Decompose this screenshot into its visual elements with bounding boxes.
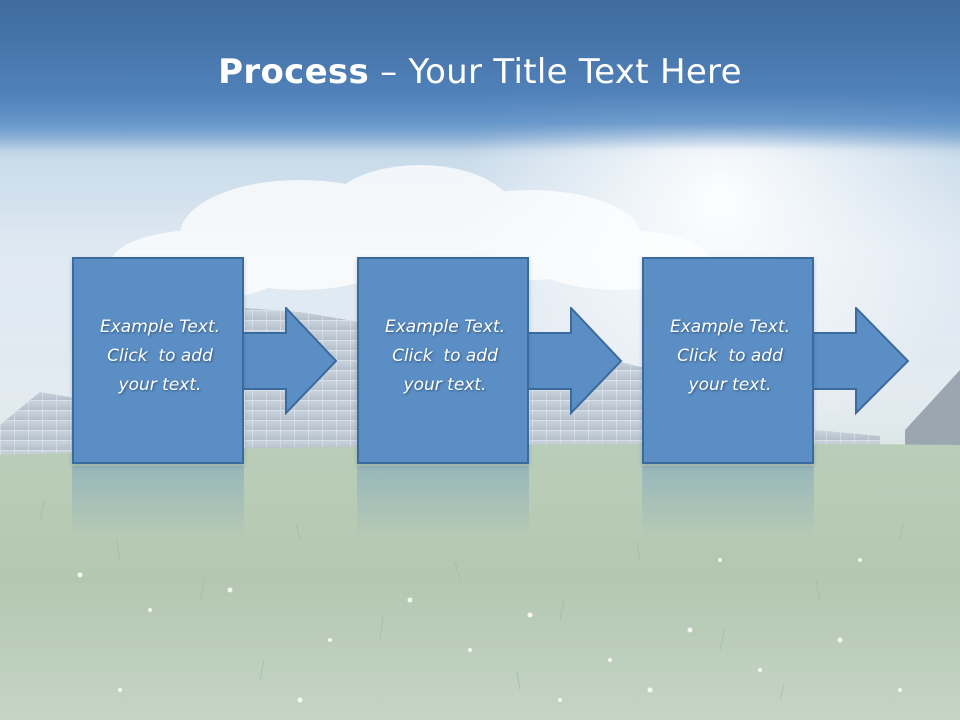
arrow-1 — [242, 307, 338, 415]
grass-texture — [39, 501, 904, 701]
step-box-3[interactable]: Example Text. Click to add your text. — [642, 257, 814, 464]
title-rest: – Your Title Text Here — [369, 52, 742, 92]
step-text: Example Text. Click to add your text. — [74, 313, 246, 400]
step-text-line: Example Text. — [384, 317, 506, 337]
step-text-line: Example Text. — [99, 317, 221, 337]
arrow-2 — [527, 307, 623, 415]
step-box-2[interactable]: Example Text. Click to add your text. — [357, 257, 529, 464]
arrow-3 — [812, 307, 910, 415]
step-text: Example Text. Click to add your text. — [359, 313, 531, 400]
step-text-line: your text. — [688, 375, 772, 395]
step-text-line: your text. — [118, 375, 202, 395]
grass-field — [0, 443, 960, 720]
step-box-1[interactable]: Example Text. Click to add your text. — [72, 257, 244, 464]
step-text-line: Click to add — [107, 346, 213, 366]
title-bold: Process — [218, 52, 370, 92]
step-text-line: Click to add — [392, 346, 498, 366]
title-band — [0, 0, 960, 150]
slide-title[interactable]: Process – Your Title Text Here — [0, 52, 960, 92]
step-text-line: Click to add — [677, 346, 783, 366]
step-text: Example Text. Click to add your text. — [644, 313, 816, 400]
step-text-line: Example Text. — [669, 317, 791, 337]
step-reflection — [357, 466, 529, 536]
daisies — [77, 558, 902, 703]
step-text-line: your text. — [403, 375, 487, 395]
step-reflection — [72, 466, 244, 536]
step-reflection — [642, 466, 814, 536]
